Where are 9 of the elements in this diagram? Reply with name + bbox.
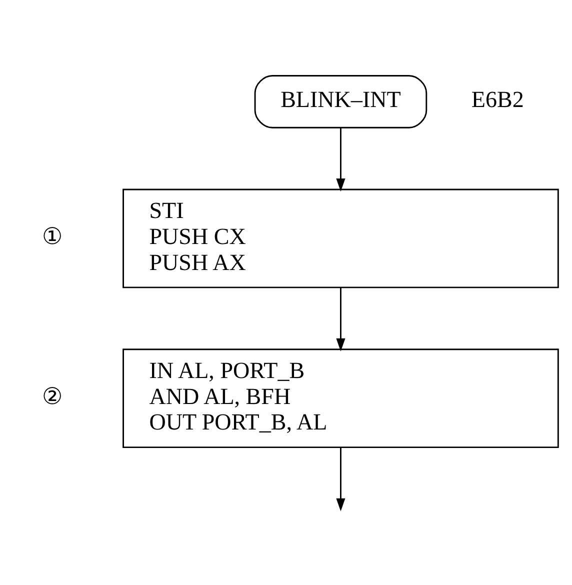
node-label: ② (42, 382, 64, 408)
node-box: BLINK–INT (254, 74, 428, 128)
node-label: E6B2 (471, 86, 524, 112)
node-box: STI PUSH CX PUSH AX (122, 188, 559, 288)
arrow (336, 127, 346, 191)
node-label: ① (42, 222, 64, 248)
node-box: IN AL, PORT_B AND AL, BFH OUT PORT_B, AL (122, 348, 559, 448)
arrow (336, 287, 346, 351)
arrow (336, 446, 346, 511)
